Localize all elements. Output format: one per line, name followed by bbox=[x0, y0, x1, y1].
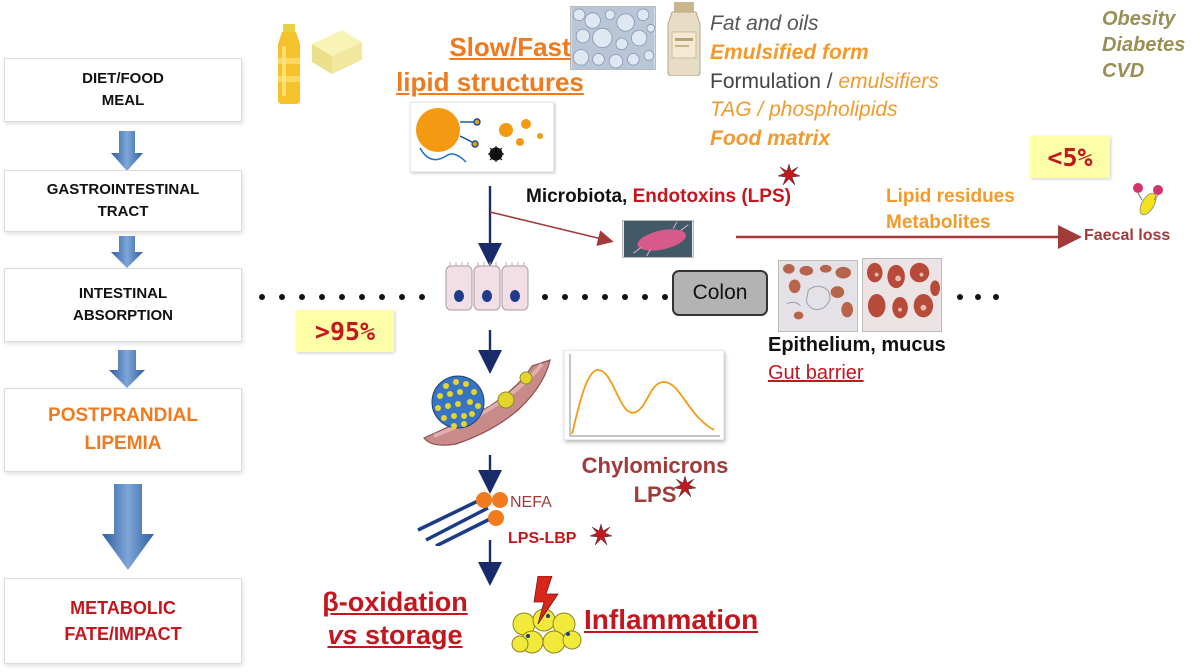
chylomicron-vessel-illustration bbox=[423, 359, 551, 446]
microbiota-label: Microbiota, Endotoxins (LPS) bbox=[526, 186, 791, 208]
butter-block-icon bbox=[312, 30, 362, 74]
bacteria-photo bbox=[622, 220, 694, 258]
adipocytes-inflammation-icon bbox=[511, 576, 582, 654]
stage-absorption-line1: INTESTINAL bbox=[78, 285, 168, 303]
residues-line2: Metabolites bbox=[886, 211, 991, 233]
beta-oxidation-label: β-oxidation vs storage bbox=[302, 586, 488, 652]
epithelium-label: Epithelium, mucus bbox=[768, 334, 946, 356]
factor-formulation: Formulation / bbox=[710, 69, 833, 93]
factor-food-matrix: Food matrix bbox=[710, 127, 831, 151]
chylomicrons-label: Chylomicrons LPS bbox=[560, 452, 750, 509]
disease-obesity: Obesity bbox=[1102, 8, 1176, 30]
histology-photo-2 bbox=[862, 258, 942, 332]
food-factors-list: Fat and oils Emulsified form Formulation… bbox=[710, 10, 939, 154]
lps-lbp-label: LPS-LBP bbox=[508, 530, 577, 547]
gut-barrier-label: Gut barrier bbox=[768, 362, 864, 384]
microbiota-text: Microbiota, bbox=[526, 186, 628, 207]
factor-fat-oils: Fat and oils bbox=[710, 12, 819, 35]
faecal-loss-label: Faecal loss bbox=[1084, 227, 1171, 244]
stage-diet-food: DIET/FOOD MEAL bbox=[4, 58, 242, 122]
stage-postprandial-lipemia: POSTPRANDIAL LIPEMIA bbox=[4, 388, 242, 472]
down-arrow-icon bbox=[109, 350, 145, 388]
histology-photo-1 bbox=[778, 260, 858, 332]
beta-oxidation-line2: vs storage bbox=[302, 619, 488, 652]
endotoxins-text: Endotoxins (LPS) bbox=[632, 186, 791, 207]
diseases-list: Obesity Diabetes CVD bbox=[1102, 6, 1185, 84]
down-arrow-icon bbox=[111, 131, 143, 171]
stage-absorption: INTESTINAL ABSORPTION bbox=[4, 268, 242, 342]
colon-box: Colon bbox=[672, 270, 768, 316]
burst-icon bbox=[590, 524, 612, 546]
emulsion-photo bbox=[570, 6, 656, 70]
burst-icon bbox=[778, 164, 800, 186]
nefa-label: NEFA bbox=[510, 494, 552, 511]
disease-diabetes: Diabetes bbox=[1102, 34, 1186, 56]
stage-gi-line1: GASTROINTESTINAL bbox=[46, 181, 200, 199]
chylomicrons-text: Chylomicrons bbox=[581, 453, 729, 478]
lipemia-curve-chart bbox=[564, 350, 724, 440]
pct-absorption-badge: >95% bbox=[296, 310, 394, 352]
lipid-structures-line2: lipid structures bbox=[396, 66, 584, 97]
factor-tag-phospholipids: TAG / phospholipids bbox=[710, 98, 898, 122]
beta-oxidation-vs: vs bbox=[327, 619, 358, 650]
stage-absorption-line2: ABSORPTION bbox=[72, 307, 173, 324]
arrow-to-microbiota bbox=[489, 211, 614, 246]
factor-emulsifiers: emulsifiers bbox=[838, 69, 939, 93]
stage-lipemia-line1: POSTPRANDIAL bbox=[48, 405, 198, 427]
stage-fate-line1: METABOLIC bbox=[70, 597, 176, 618]
oil-bottle-icon bbox=[278, 24, 300, 104]
down-arrow-icon bbox=[102, 484, 154, 570]
molecule-icon bbox=[1133, 183, 1163, 216]
disease-cvd: CVD bbox=[1102, 60, 1145, 82]
down-arrow-icon bbox=[111, 236, 143, 268]
stage-gi-tract: GASTROINTESTINAL TRACT bbox=[4, 170, 242, 232]
chylomicrons-lps-text: LPS bbox=[633, 481, 677, 507]
stage-diet-line2: MEAL bbox=[101, 92, 145, 109]
barrier-dotted-line bbox=[259, 294, 999, 300]
stage-metabolic-fate: METABOLIC FATE/IMPACT bbox=[4, 578, 242, 664]
factor-formulation-row: Formulation / emulsifiers bbox=[710, 68, 939, 97]
stage-fate-line2: FATE/IMPACT bbox=[64, 624, 182, 644]
stage-gi-line2: TRACT bbox=[97, 203, 149, 220]
residues-label: Lipid residues Metabolites bbox=[886, 184, 1015, 235]
nefa-molecule-icon bbox=[417, 492, 508, 546]
enterocytes-illustration bbox=[445, 262, 529, 311]
stage-diet-line1: DIET/FOOD bbox=[82, 70, 164, 88]
lipid-structure-illustration bbox=[410, 102, 554, 172]
burst-icon bbox=[674, 476, 696, 498]
lipid-structures-line1: Slow/Fast bbox=[449, 32, 571, 62]
pct-faecal-badge: <5% bbox=[1030, 136, 1110, 178]
stage-lipemia-line2: LIPEMIA bbox=[84, 433, 162, 454]
inflammation-label: Inflammation bbox=[584, 604, 759, 635]
residues-line1: Lipid residues bbox=[886, 186, 1015, 207]
lipid-structures-title: Slow/Fast lipid structures bbox=[370, 30, 610, 100]
beta-oxidation-line1: β-oxidation bbox=[322, 587, 468, 617]
factor-emulsified-form: Emulsified form bbox=[710, 40, 869, 64]
beta-oxidation-storage: storage bbox=[365, 619, 463, 650]
food-jar-icon bbox=[667, 2, 701, 76]
